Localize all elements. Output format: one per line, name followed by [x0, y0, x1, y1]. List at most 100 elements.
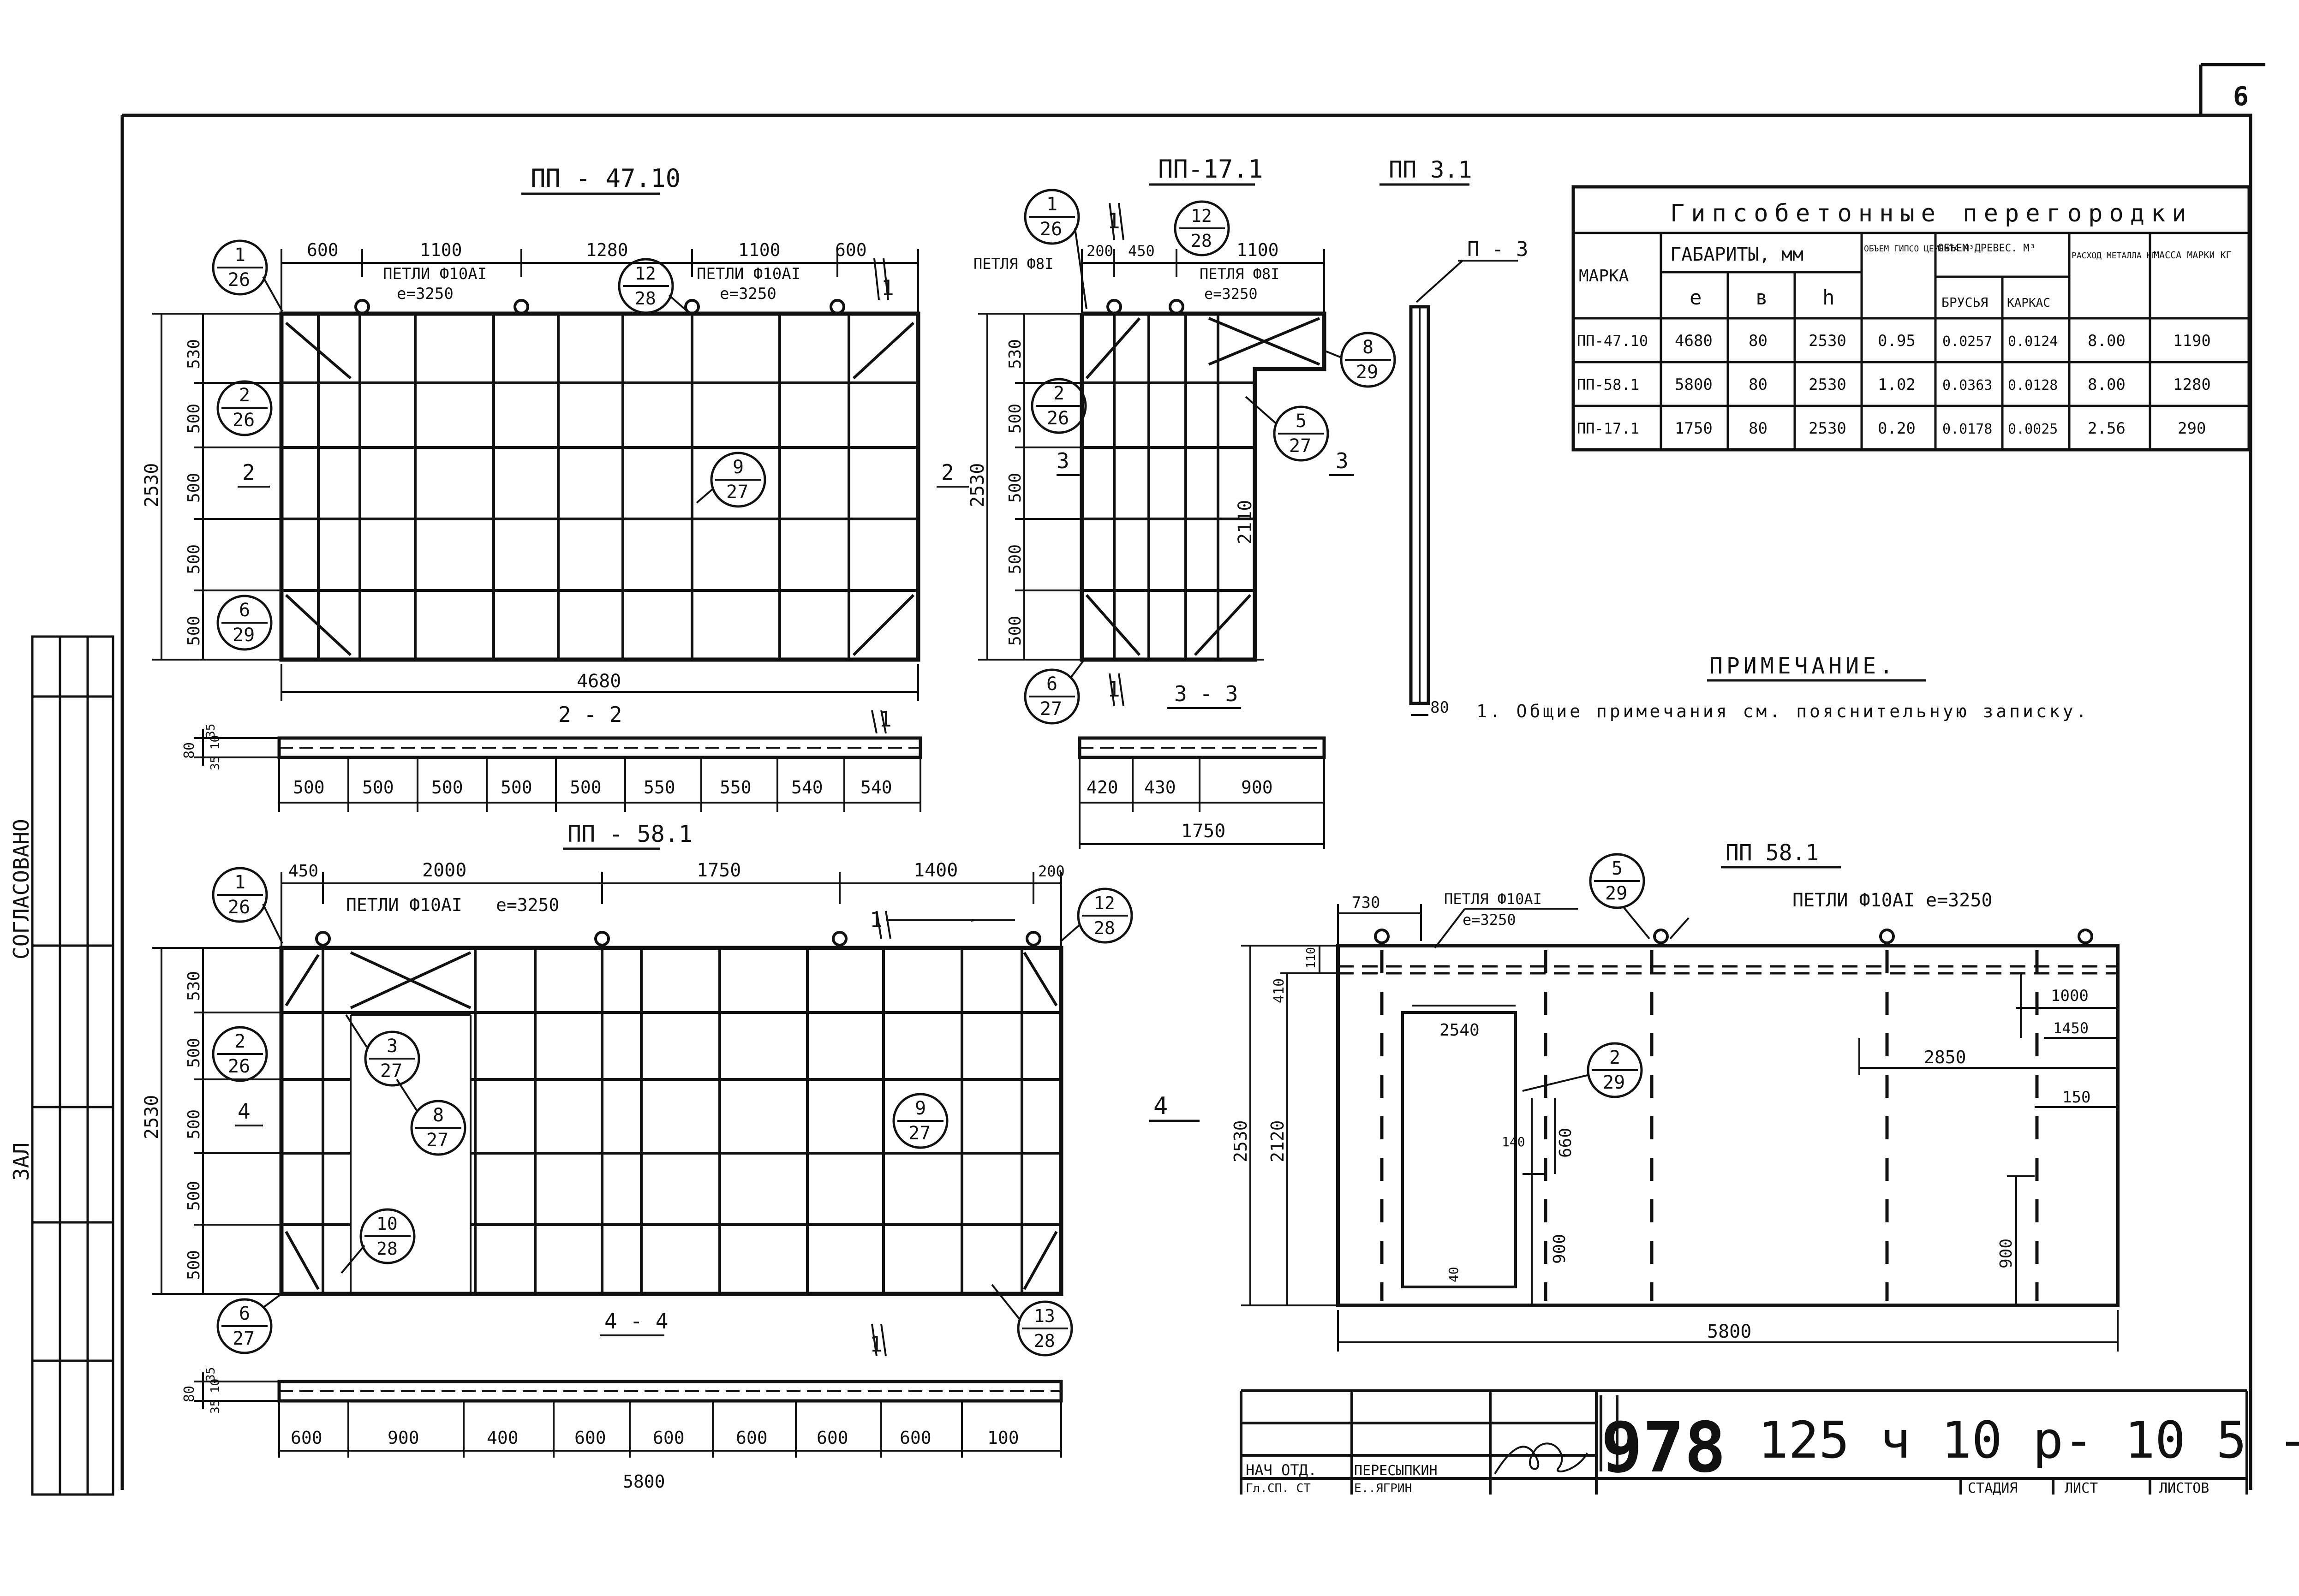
callout-sheet: 27: [1289, 435, 1311, 457]
callout-num: 8: [1362, 337, 1373, 358]
pp-17-1-door-height: 2110: [1235, 500, 1256, 544]
pp-58-1-height: 2530: [141, 1095, 162, 1139]
approval-strip: [31, 635, 114, 1496]
callout-sheet: 29: [1356, 362, 1378, 383]
pp-17-1-section-mark-bottom: 1: [1107, 677, 1120, 702]
callout-8-27: 8 27: [396, 1078, 466, 1156]
callout-sheet: 28: [1191, 231, 1212, 251]
callout-num: 1: [234, 244, 245, 266]
panel-pp-3-1: ПП 3.1 П - 3 80: [1379, 156, 1528, 717]
pp-47-10-loops-right-spacing: e=3250: [720, 285, 776, 303]
callout-2-26: 2 26: [216, 380, 273, 436]
spec-cell: 2530: [1809, 375, 1846, 394]
callout-12-28-b: 12 28: [1174, 200, 1230, 256]
spec-cell: ПП-58.1: [1577, 376, 1639, 393]
title-block-code: 125 ч 10 р- 10 5 -13: [1758, 1411, 2299, 1470]
spec-cell: 4680: [1675, 332, 1713, 350]
section-3-3-dim-1: 420: [1087, 777, 1118, 798]
pp-58-1-dim-3: 1750: [697, 860, 741, 881]
spec-header-dims: ГАБАРИТЫ, мм: [1670, 244, 1803, 265]
section-4-4-thk-3: 10: [209, 1379, 222, 1393]
callout-sheet: 27: [1040, 698, 1062, 720]
title-block-number: 978: [1601, 1408, 1726, 1488]
title-block: 978 125 ч 10 р- 10 5 -13 НАЧ ОТД. ПЕРЕСЫ…: [1240, 1389, 2299, 1496]
pp-17-1-row-4: 500: [1006, 544, 1025, 574]
callout-num: 1: [234, 872, 245, 893]
spec-header-b: в: [1756, 286, 1768, 310]
callout-1-26-c: 1 26: [212, 867, 283, 944]
pp-17-1-loop-spacing: e=3250: [1204, 285, 1258, 303]
panel-pp-47-10: ПП - 47.10: [141, 164, 969, 734]
title-block-role-1: НАЧ ОТД.: [1246, 1461, 1317, 1479]
callout-num: 13: [1034, 1306, 1055, 1326]
pp-58-1-elev-d900b: 900: [1997, 1239, 2016, 1268]
spec-cell: 0.20: [1878, 419, 1916, 438]
callout-num: 2: [1609, 1047, 1620, 1068]
spec-row-3: ПП-17.1 1750 80 2530 0.20 0.0178 0.0025 …: [1577, 419, 2206, 438]
pp-58-1-row-2: 500: [185, 1038, 203, 1068]
section-2-2-dim-8: 540: [791, 777, 823, 798]
callout-sheet: 27: [726, 482, 748, 503]
callout-sheet: 27: [380, 1060, 402, 1082]
section-2-2: 2 - 2 1 500 500 500 500 500 550 550 540 …: [181, 702, 922, 812]
pp-17-1-loop-label: ПЕТЛЯ Ф8I: [973, 255, 1053, 273]
spec-cell: 0.95: [1878, 332, 1916, 350]
title-block-name-2: Е..ЯГРИН: [1354, 1482, 1412, 1495]
callout-1-26: 1 26: [212, 239, 283, 312]
pp-47-10-loops-left-spacing: e=3250: [397, 285, 454, 303]
title-block-name-1: ПЕРЕСЫПКИН: [1354, 1463, 1438, 1479]
spec-cell: 8.00: [2088, 375, 2126, 394]
pp-17-1-row-3: 500: [1006, 473, 1025, 503]
section-4-4-thk-2: 35: [204, 1367, 218, 1382]
pp-58-1-title: ПП - 58.1: [567, 821, 693, 847]
pp-58-1-elev-d140: 140: [1502, 1134, 1525, 1149]
spec-header-frame: КАРКАС: [2007, 296, 2050, 310]
callout-sheet: 28: [1094, 918, 1115, 938]
callout-1-26-b: 1 26: [1024, 189, 1087, 310]
callout-num: 2: [239, 385, 250, 406]
callout-num: 9: [915, 1098, 926, 1119]
title-block-sheets: ЛИСТОВ: [2159, 1480, 2209, 1496]
callout-num: 2: [1053, 383, 1064, 404]
pp-17-1-row-5: 500: [1006, 616, 1025, 646]
section-4-4-dim-2: 900: [388, 1428, 419, 1448]
section-4-4: 4 - 4 1 600 900 400 600 600 600 600 600: [181, 1309, 1063, 1492]
pp-47-10-row-4: 500: [185, 544, 203, 574]
callout-2-26-c: 2 26: [212, 1026, 268, 1082]
title-block-role-2: Гл.СП. СТ: [1246, 1482, 1311, 1495]
pp-17-1-title: ПП-17.1: [1158, 155, 1263, 184]
callout-sheet: 28: [635, 288, 656, 309]
callout-12-28-c: 12 28: [1060, 887, 1133, 944]
spec-header-volume-gypsum: ОБЪЕМ ГИПСО ЦЕМЕНТА М³: [1864, 244, 1974, 254]
pp-17-1-dim-3: 1100: [1236, 240, 1279, 260]
spec-cell: 8.00: [2088, 332, 2126, 350]
section-4-4-dim-4: 600: [574, 1428, 606, 1448]
section-4-4-thk-4: 35: [209, 1399, 222, 1414]
callout-num: 6: [1046, 673, 1057, 695]
pp-47-10-dim-5: 600: [835, 240, 867, 260]
spec-cell: 2530: [1809, 332, 1846, 350]
pp-47-10-section-mark: 1: [881, 275, 894, 300]
pp-58-1-dim-1: 450: [288, 862, 318, 881]
spec-header-l: e: [1690, 286, 1702, 310]
callout-sheet: 27: [233, 1328, 255, 1349]
panel-pp-17-1: ПП-17.1: [967, 155, 1354, 706]
pp-17-1-row-1: 530: [1006, 339, 1025, 369]
pp-58-1-dim-2: 2000: [422, 860, 466, 881]
callout-2-29: 2 29: [1587, 1042, 1643, 1098]
pp-58-1-loops-spacing: e=3250: [496, 895, 559, 915]
pp-47-10-side-mark-left: 2: [242, 460, 255, 485]
spec-cell: 0.0025: [2008, 421, 2058, 437]
spec-cell: 1280: [2173, 375, 2211, 394]
pp-47-10-loops-right: ПЕТЛИ Ф10АI: [697, 265, 800, 283]
section-2-2-mark: 1: [879, 707, 892, 732]
pp-58-1-elev-d900: 900: [1550, 1234, 1569, 1264]
callout-sheet: 26: [228, 1056, 250, 1077]
spec-cell: 0.0257: [1942, 333, 1992, 350]
section-2-2-title: 2 - 2: [558, 702, 622, 727]
spec-header-mass: МАССА МАРКИ КГ: [2154, 250, 2232, 261]
pp-17-1-dim-2: 450: [1128, 242, 1155, 260]
pp-58-1-row-1: 530: [185, 971, 203, 1001]
pp-58-1-elev-d1450: 1450: [2053, 1019, 2089, 1037]
section-2-2-thk-1: 80: [181, 742, 197, 759]
